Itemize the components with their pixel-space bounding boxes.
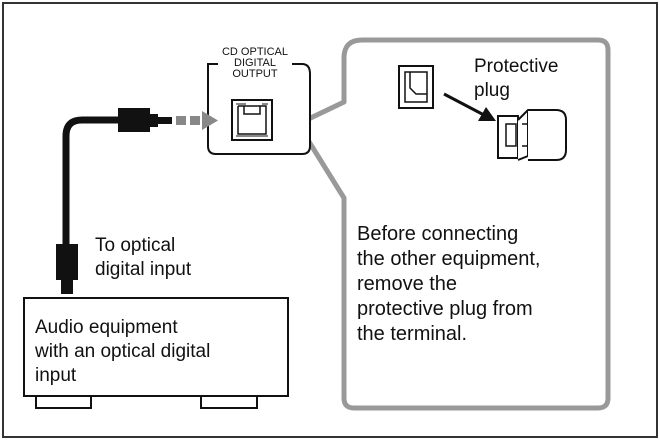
cable-label: To optical digital input [95,234,191,282]
cable-label-line-1: To optical [95,235,176,256]
plug-label: Protective plug [474,55,558,103]
equipment-label: Audio equipment with an optical digital … [35,316,210,388]
cable-line [62,116,122,250]
port-socket-corners [236,103,268,137]
equipment-foot-right [200,395,258,409]
port-label-line-1: CD OPTICAL [221,46,288,58]
cable-plug-top [118,108,150,132]
port-label: CD OPTICAL DIGITAL OUTPUT [212,47,298,80]
equipment-label-line-3: input [35,365,77,386]
instruction-line-1: Before connecting [357,223,519,245]
instruction-text: Before connecting the other equipment, r… [357,222,540,347]
equipment-label-line-2: with an optical digital [35,341,211,362]
port-socket-inner [237,105,267,135]
cable-label-line-2: digital input [95,259,192,280]
instruction-line-4: protective plug from [357,298,533,320]
instruction-line-3: remove the [357,273,458,295]
terminal-icon [398,65,434,109]
remove-arrow [443,92,496,121]
audio-equipment [23,297,289,409]
equipment-box [23,297,289,397]
instruction-line-5: the terminal. [357,323,468,345]
optical-cable [56,108,172,294]
port-label-line-3: OUTPUT [232,68,278,80]
optical-output-port [206,63,311,155]
cable-plug-bottom [56,244,78,280]
equipment-label-line-1: Audio equipment [35,317,178,338]
protective-plug-icon [497,109,567,161]
plug-label-line-2: plug [474,80,510,101]
insert-arrow [176,111,218,130]
equipment-foot-left [35,395,92,409]
port-label-line-2: DIGITAL [234,57,276,69]
instruction-line-2: the other equipment, [357,248,541,270]
plug-label-line-1: Protective [474,56,559,77]
